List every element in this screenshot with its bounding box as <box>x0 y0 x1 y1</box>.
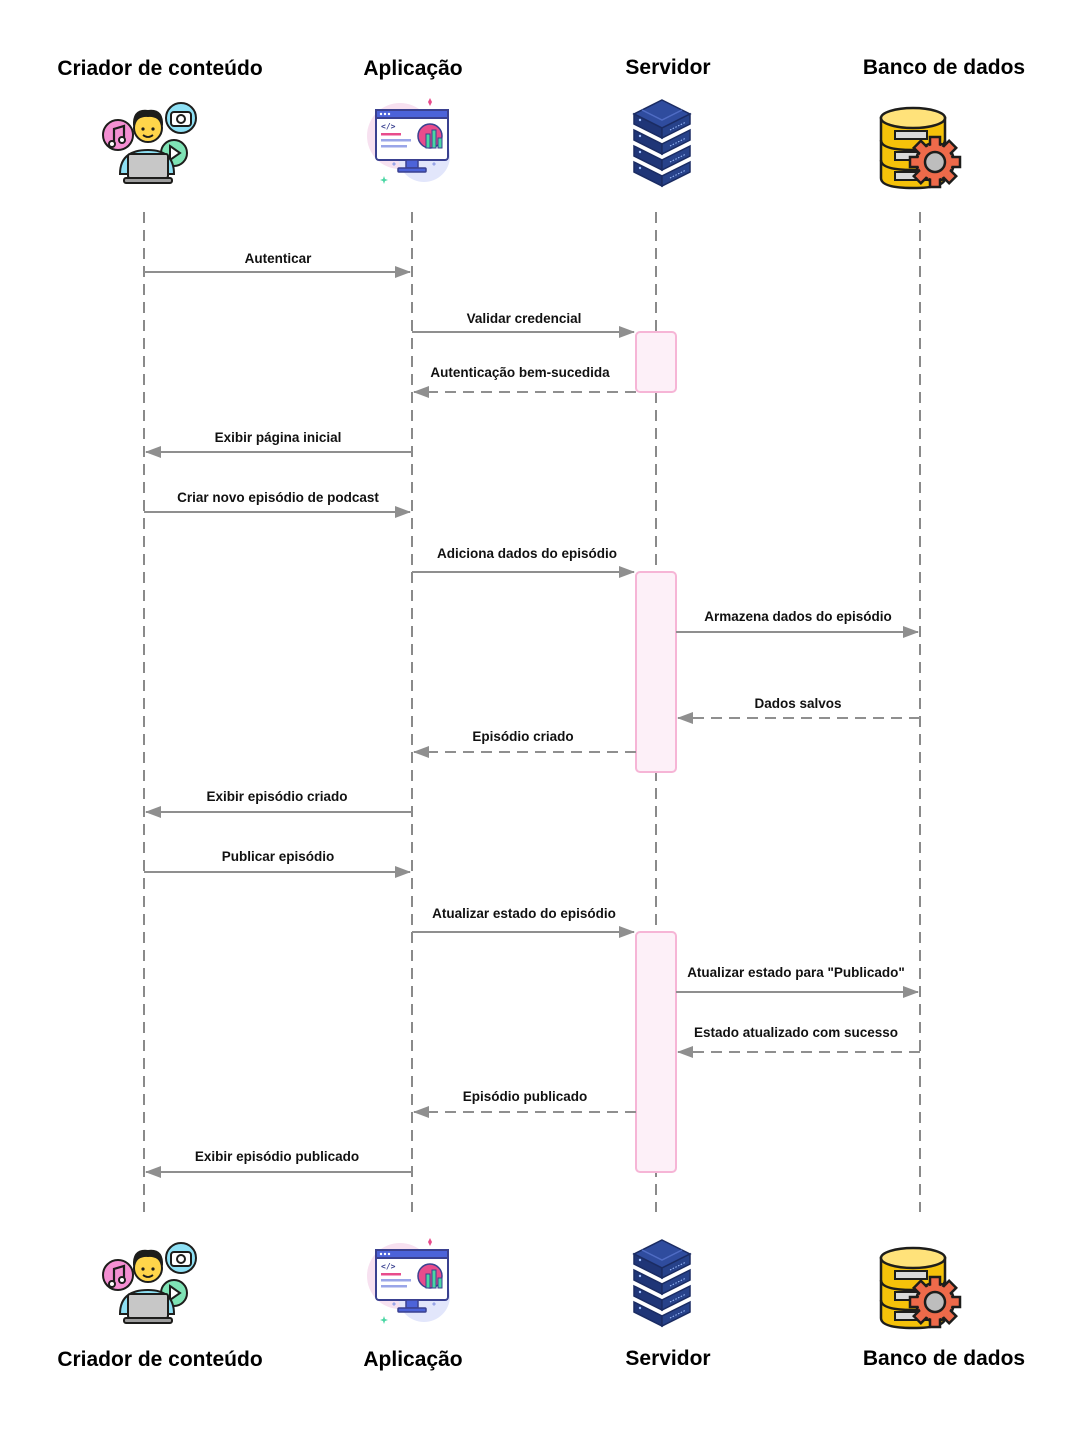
message: Episódio publicado <box>413 1089 636 1118</box>
message: Autenticar <box>144 251 411 278</box>
message: Episódio criado <box>413 729 636 758</box>
message-label: Atualizar estado do episódio <box>432 906 616 921</box>
message-label: Exibir página inicial <box>215 430 342 445</box>
activation-box <box>635 931 677 1173</box>
activation-box <box>635 331 677 393</box>
message-label: Armazena dados do episódio <box>704 609 892 624</box>
message: Atualizar estado do episódio <box>412 906 635 938</box>
message-label: Exibir episódio publicado <box>195 1149 359 1164</box>
message-label: Exibir episódio criado <box>206 789 347 804</box>
message: Exibir episódio criado <box>145 789 412 818</box>
message: Estado atualizado com sucesso <box>677 1025 920 1058</box>
actor-title-server: Servidor <box>625 56 710 79</box>
message-label: Atualizar estado para "Publicado" <box>687 965 905 980</box>
actor-title-creator: Criador de conteúdo <box>57 1348 262 1371</box>
server-stack-icon <box>633 99 691 187</box>
message: Exibir página inicial <box>145 430 412 458</box>
message-label: Episódio criado <box>472 729 573 744</box>
message: Exibir episódio publicado <box>145 1149 412 1178</box>
message-label: Estado atualizado com sucesso <box>694 1025 898 1040</box>
message: Atualizar estado para "Publicado" <box>676 965 919 998</box>
message: Publicar episódio <box>144 849 411 878</box>
server-stack-icon <box>633 1239 691 1327</box>
actor-title-db: Banco de dados <box>863 1347 1025 1370</box>
activations <box>635 331 677 1173</box>
message: Validar credencial <box>412 311 635 338</box>
actor-title-app: Aplicação <box>363 1348 462 1371</box>
message: Adiciona dados do episódio <box>412 546 635 578</box>
database-gear-icon <box>879 106 962 190</box>
message: Criar novo episódio de podcast <box>144 490 411 518</box>
actor-title-creator: Criador de conteúdo <box>57 57 262 80</box>
message-label: Validar credencial <box>467 311 582 326</box>
application-monitor-icon <box>366 1237 451 1325</box>
message-label: Dados salvos <box>754 696 841 711</box>
application-monitor-icon <box>366 97 451 185</box>
actors-bottom: Criador de conteúdo Aplicação Servidor B… <box>57 1237 1025 1371</box>
actor-title-db: Banco de dados <box>863 56 1025 79</box>
message-label: Episódio publicado <box>463 1089 588 1104</box>
database-gear-icon <box>879 1246 962 1330</box>
content-creator-icon <box>101 1241 198 1325</box>
actors-top: Criador de conteúdo Aplicação Servidor B… <box>57 56 1025 190</box>
message-label: Criar novo episódio de podcast <box>177 490 379 505</box>
message-label: Adiciona dados do episódio <box>437 546 617 561</box>
message-label: Publicar episódio <box>222 849 335 864</box>
activation-box <box>635 571 677 773</box>
message-label: Autenticar <box>245 251 313 266</box>
message: Armazena dados do episódio <box>676 609 919 638</box>
actor-title-app: Aplicação <box>363 57 462 80</box>
actor-title-server: Servidor <box>625 1347 710 1370</box>
message-label: Autenticação bem-sucedida <box>430 365 610 380</box>
messages: Autenticar Validar credencial Autenticaç… <box>144 251 920 1178</box>
message: Autenticação bem-sucedida <box>413 365 636 398</box>
lifelines <box>143 212 921 1212</box>
message: Dados salvos <box>677 696 920 724</box>
content-creator-icon <box>101 101 198 185</box>
